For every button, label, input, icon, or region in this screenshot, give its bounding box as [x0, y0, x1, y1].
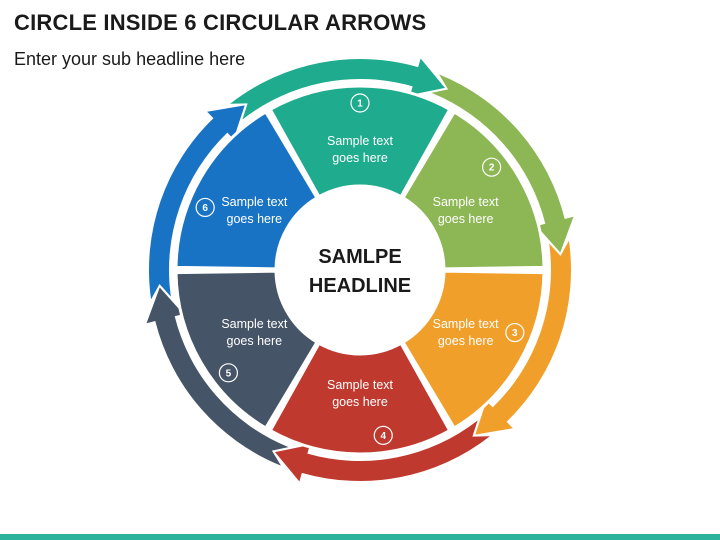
segment-3-text-line2: goes here	[438, 334, 494, 348]
segment-2-text-line1: Sample text	[433, 195, 500, 209]
segment-3-number: 3	[512, 328, 518, 339]
circular-arrow-5	[146, 287, 289, 466]
circular-arrow-2	[431, 74, 574, 253]
segment-1-number: 1	[357, 99, 363, 110]
segment-3-badge	[505, 322, 525, 343]
center-headline-line1: SAMLPE	[318, 246, 401, 268]
segment-4-text-line1: Sample text	[327, 378, 394, 392]
circular-arrow-6	[148, 105, 245, 300]
segment-1-text-line1: Sample text	[327, 134, 394, 148]
segment-2-badge	[482, 157, 502, 177]
segment-4-number: 4	[380, 431, 386, 442]
segment-2-text-line2: goes here	[438, 212, 494, 226]
segment-4-text-line2: goes here	[332, 395, 388, 409]
segment-3-text-line1: Sample text	[433, 317, 500, 331]
segment-1-text-line2: goes here	[332, 151, 388, 165]
slide-subtitle: Enter your sub headline here	[14, 49, 246, 69]
segment-5-text-line2: goes here	[227, 334, 283, 348]
segment-5-number: 5	[226, 368, 232, 379]
slide-title: CIRCLE INSIDE 6 CIRCULAR ARROWS	[14, 10, 427, 35]
segment-5-text-line1: Sample text	[221, 317, 288, 331]
segment-6-text-line2: goes here	[227, 212, 283, 226]
segment-5-badge	[218, 363, 238, 383]
segment-6-badge	[195, 197, 215, 218]
bottom-accent-bar	[0, 534, 720, 540]
segment-6-text-line1: Sample text	[221, 195, 288, 209]
center-headline-line2: HEADLINE	[309, 275, 411, 297]
circular-arrow-4	[275, 420, 490, 482]
segment-1-badge	[350, 93, 370, 113]
segment-4-badge	[373, 425, 393, 445]
segment-6-number: 6	[202, 203, 208, 214]
center-circle	[276, 186, 444, 354]
circular-arrow-3	[475, 240, 572, 435]
circular-arrow-1	[230, 58, 445, 120]
segment-2-number: 2	[489, 163, 495, 174]
